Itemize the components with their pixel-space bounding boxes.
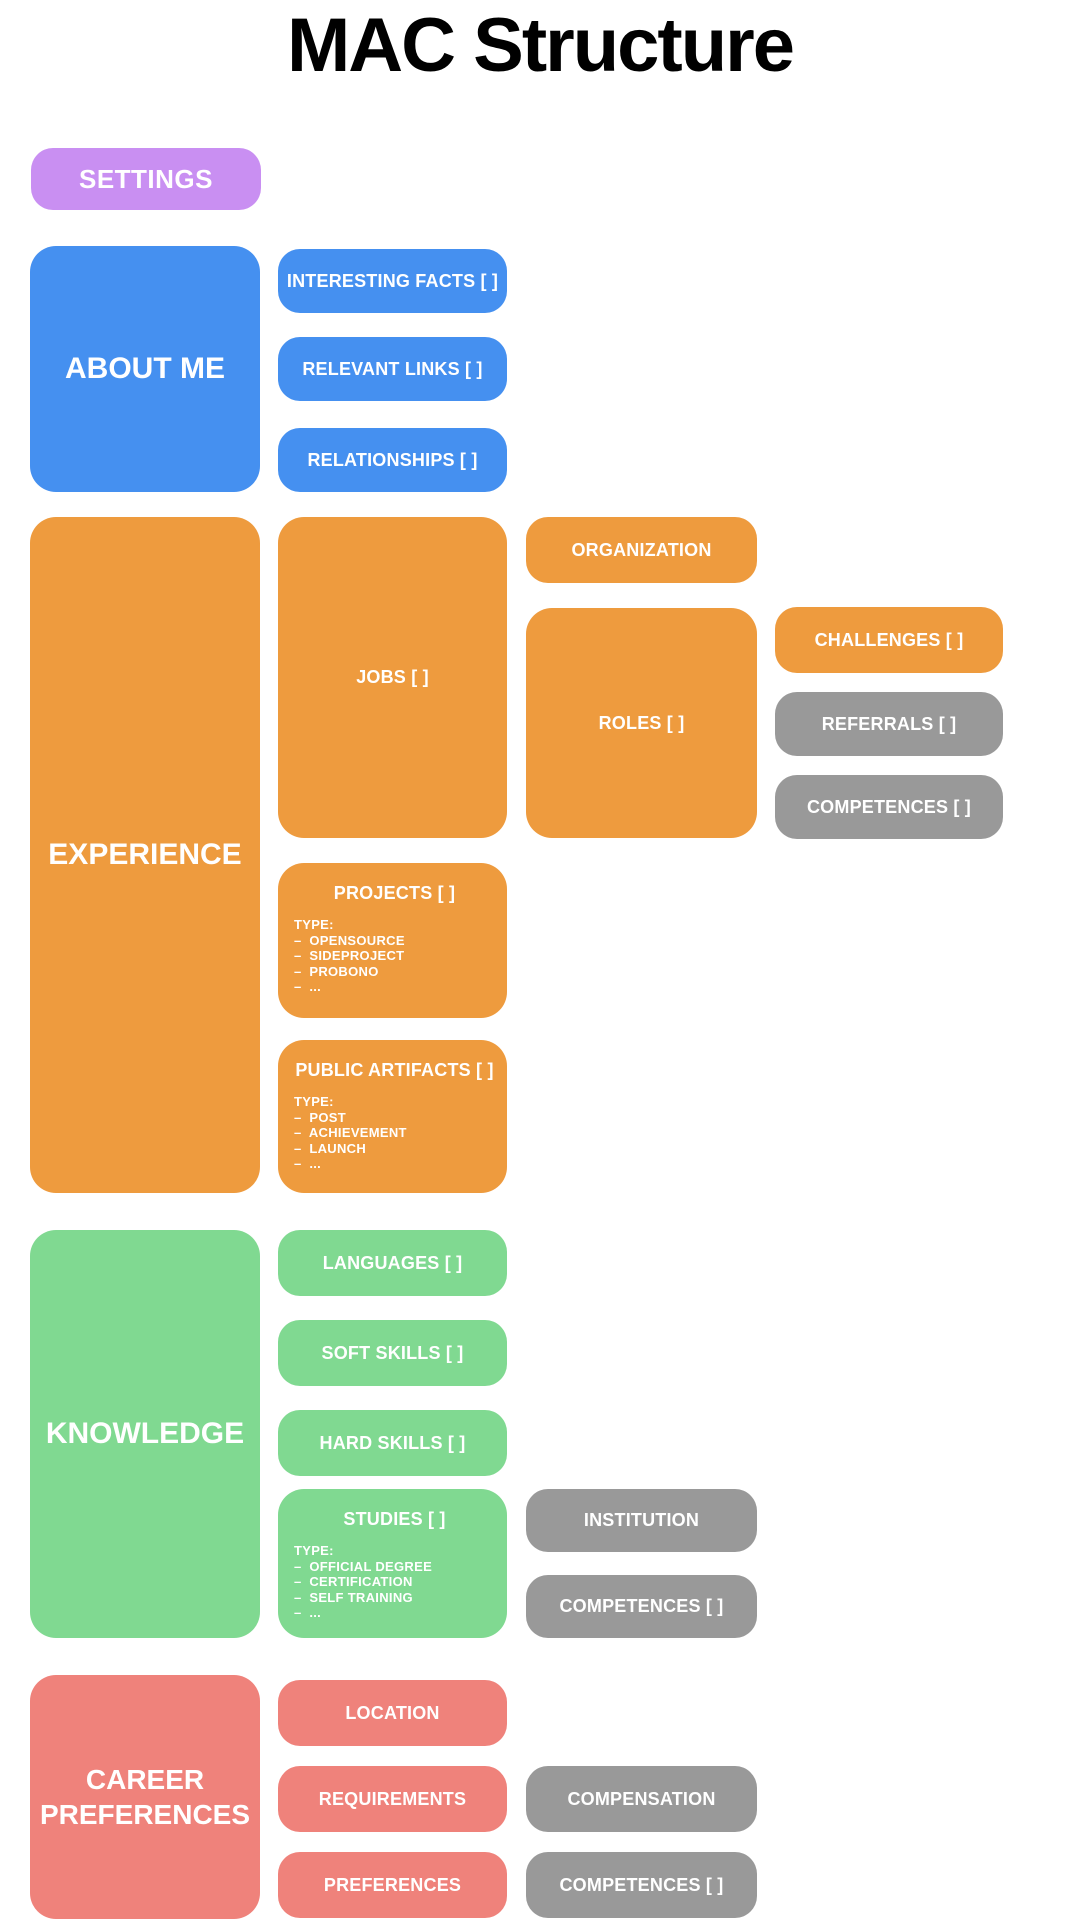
page-title: MAC Structure <box>286 3 795 88</box>
challenges-label: CHALLENGES [ ] <box>814 629 964 650</box>
projects-type-item: – SIDEPROJECT <box>294 948 405 963</box>
public-artifacts-type-heading: TYPE: <box>294 1094 334 1109</box>
studies-type-item: – OFFICIAL DEGREE <box>294 1558 433 1574</box>
projects-title: PROJECTS [ ] <box>333 883 456 903</box>
studies-type-list: TYPE: – OFFICIAL DEGREE – CERTIFICATION … <box>294 1543 495 1621</box>
node-requirements: REQUIREMENTS <box>278 1766 507 1832</box>
node-studies: STUDIES [ ] TYPE: – OFFICIAL DEGREE – CE… <box>278 1489 507 1638</box>
node-settings: SETTINGS <box>31 148 261 210</box>
compensation-label: COMPENSATION <box>567 1788 716 1809</box>
node-compensation: COMPENSATION <box>526 1766 757 1832</box>
node-knowledge: KNOWLEDGE <box>30 1230 260 1638</box>
node-career-competences: COMPETENCES [ ] <box>526 1852 757 1918</box>
node-experience: EXPERIENCE <box>30 517 260 1193</box>
studies-type-heading: TYPE: <box>294 1543 334 1558</box>
roles-competences-label: COMPETENCES [ ] <box>806 796 971 817</box>
public-artifacts-type-item: – POST <box>294 1109 346 1125</box>
roles-label: ROLES [ ] <box>598 712 685 733</box>
node-hard-skills: HARD SKILLS [ ] <box>278 1410 507 1476</box>
node-relevant-links: RELEVANT LINKS [ ] <box>278 337 507 401</box>
node-soft-skills: SOFT SKILLS [ ] <box>278 1320 507 1386</box>
node-institution: INSTITUTION <box>526 1489 757 1552</box>
node-interesting-facts: INTERESTING FACTS [ ] <box>278 249 507 313</box>
requirements-label: REQUIREMENTS <box>318 1788 467 1809</box>
institution-label: INSTITUTION <box>583 1510 700 1530</box>
projects-type-item: – OPENSOURCE <box>294 932 405 948</box>
relevant-links-label: RELEVANT LINKS [ ] <box>302 358 483 379</box>
projects-type-heading: TYPE: <box>294 917 334 932</box>
studies-type-item: – CERTIFICATION <box>294 1574 413 1589</box>
node-roles: ROLES [ ] <box>526 608 757 838</box>
studies-title: STUDIES [ ] <box>343 1509 446 1529</box>
preferences-label: PREFERENCES <box>323 1874 462 1895</box>
settings-label: SETTINGS <box>78 163 213 194</box>
studies-type-item: – ... <box>294 1605 322 1620</box>
node-languages: LANGUAGES [ ] <box>278 1230 507 1296</box>
node-projects: PROJECTS [ ] TYPE: – OPENSOURCE – SIDEPR… <box>278 863 507 1018</box>
node-challenges: CHALLENGES [ ] <box>775 607 1003 673</box>
relationships-label: RELATIONSHIPS [ ] <box>307 449 478 470</box>
node-roles-competences: COMPETENCES [ ] <box>775 775 1003 839</box>
career-competences-label: COMPETENCES [ ] <box>559 1874 724 1895</box>
career-preferences-label: CAREER PREFERENCES <box>39 1764 251 1830</box>
node-studies-competences: COMPETENCES [ ] <box>526 1575 757 1638</box>
node-location: LOCATION <box>278 1680 507 1746</box>
public-artifacts-type-list: TYPE: – POST – ACHIEVEMENT – LAUNCH – ..… <box>294 1094 495 1172</box>
hard-skills-label: HARD SKILLS [ ] <box>319 1432 466 1453</box>
node-public-artifacts: PUBLIC ARTIFACTS [ ] TYPE: – POST – ACHI… <box>278 1040 507 1193</box>
organization-label: ORGANIZATION <box>571 539 712 560</box>
location-label: LOCATION <box>345 1702 440 1723</box>
node-about-me: ABOUT ME <box>30 246 260 492</box>
node-referrals: REFERRALS [ ] <box>775 692 1003 756</box>
jobs-label: JOBS [ ] <box>356 667 429 687</box>
node-relationships: RELATIONSHIPS [ ] <box>278 428 507 492</box>
node-jobs: JOBS [ ] <box>278 517 507 838</box>
knowledge-label: KNOWLEDGE <box>45 1417 245 1451</box>
node-career-preferences: CAREER PREFERENCES <box>30 1675 260 1919</box>
node-organization: ORGANIZATION <box>526 517 757 583</box>
public-artifacts-title: PUBLIC ARTIFACTS [ ] <box>295 1060 494 1080</box>
studies-competences-label: COMPETENCES [ ] <box>559 1596 724 1616</box>
projects-type-item: – PROBONO <box>294 963 379 979</box>
soft-skills-label: SOFT SKILLS [ ] <box>321 1342 464 1363</box>
studies-type-item: – SELF TRAINING <box>294 1589 413 1605</box>
projects-type-item: – ... <box>294 979 322 994</box>
about-me-label: ABOUT ME <box>65 352 225 386</box>
referrals-label: REFERRALS [ ] <box>821 713 957 734</box>
public-artifacts-type-item: – ACHIEVEMENT <box>294 1125 407 1140</box>
node-preferences: PREFERENCES <box>278 1852 507 1918</box>
languages-label: LANGUAGES [ ] <box>322 1252 463 1273</box>
experience-label: EXPERIENCE <box>48 838 242 872</box>
public-artifacts-type-item: – LAUNCH <box>294 1140 367 1156</box>
projects-type-list: TYPE: – OPENSOURCE – SIDEPROJECT – PROBO… <box>294 917 495 995</box>
public-artifacts-type-item: – ... <box>294 1156 322 1171</box>
interesting-facts-label: INTERESTING FACTS [ ] <box>286 270 499 291</box>
